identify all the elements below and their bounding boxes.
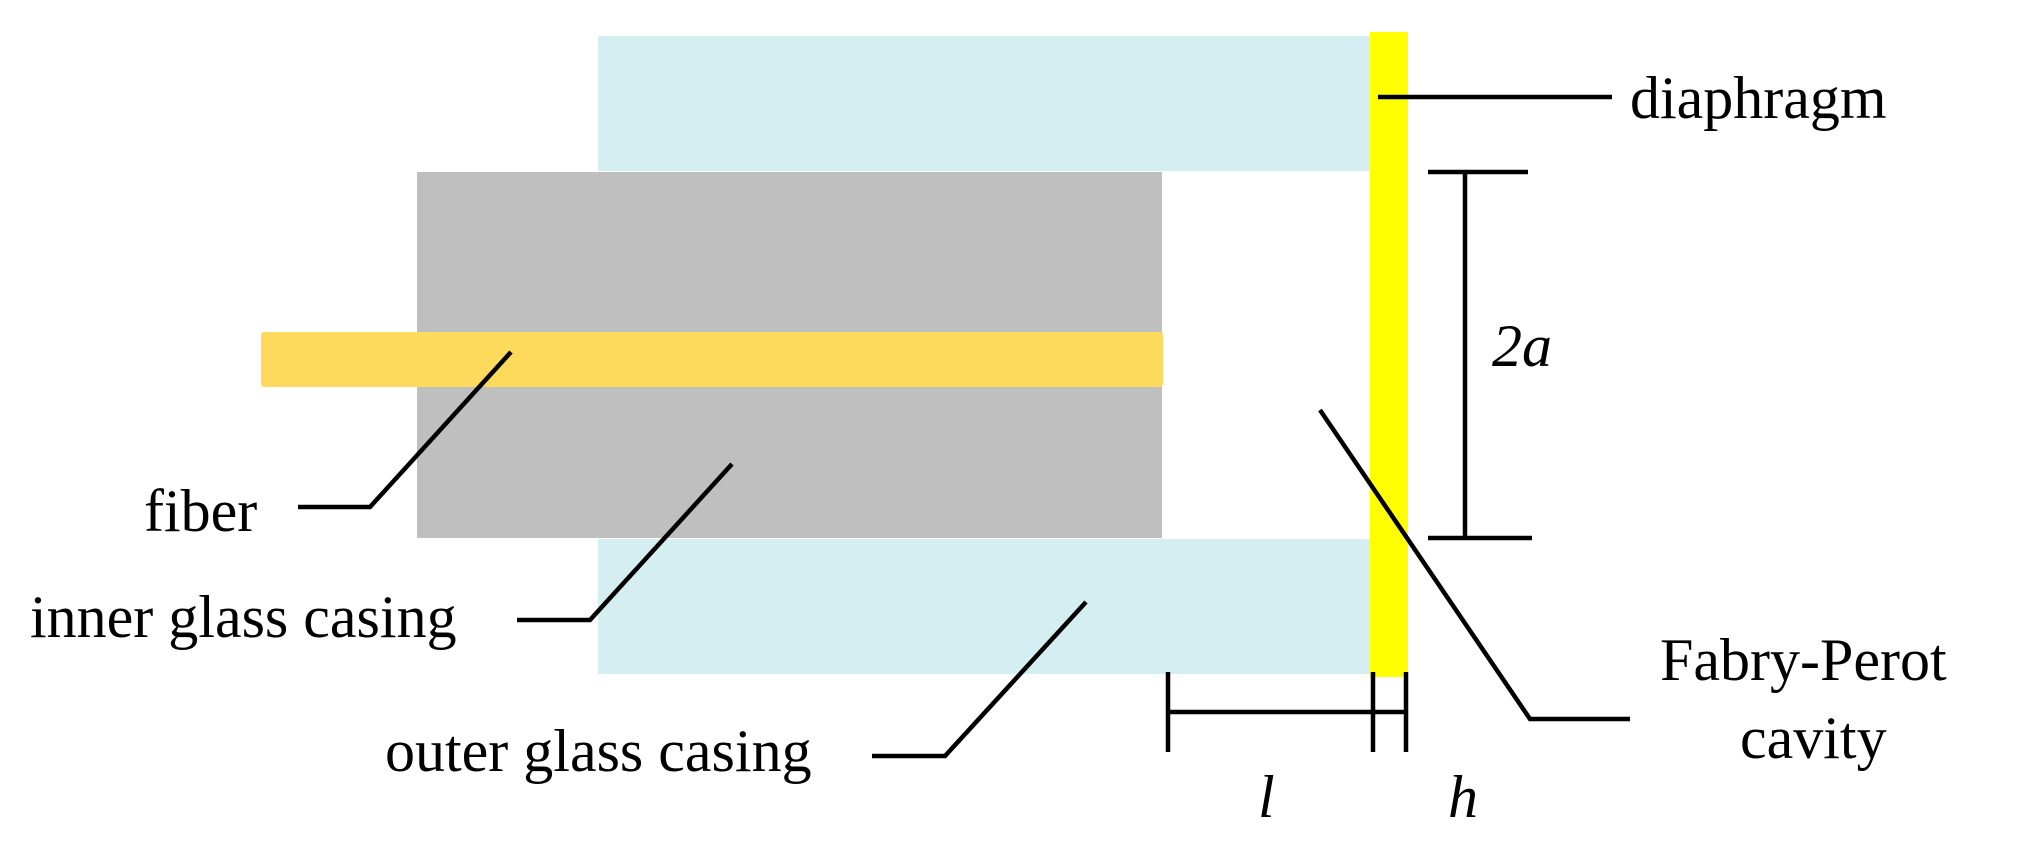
cavity-label-line2: cavity [1740, 705, 1887, 771]
diaphragm-label: diaphragm [1630, 65, 1887, 131]
fiber-label: fiber [144, 478, 257, 544]
cavity-label-line1: Fabry-Perot [1660, 627, 1947, 693]
outer-glass-casing-label: outer glass casing [385, 718, 812, 784]
inner-casing-leader-line [517, 462, 734, 623]
fiber-leader-line [298, 350, 513, 510]
inner-glass-casing-label: inner glass casing [30, 584, 457, 650]
cavity-leader-line [1318, 408, 1630, 722]
radius-label: 2a [1492, 313, 1552, 379]
outer-casing-leader-line [872, 600, 1088, 759]
outer-glass-casing-top [598, 36, 1378, 171]
length-label: l [1258, 764, 1275, 830]
outer-glass-casing-bottom [598, 539, 1378, 674]
diaphragm [1370, 32, 1408, 677]
thickness-label: h [1448, 764, 1478, 830]
fiber [261, 332, 1163, 387]
